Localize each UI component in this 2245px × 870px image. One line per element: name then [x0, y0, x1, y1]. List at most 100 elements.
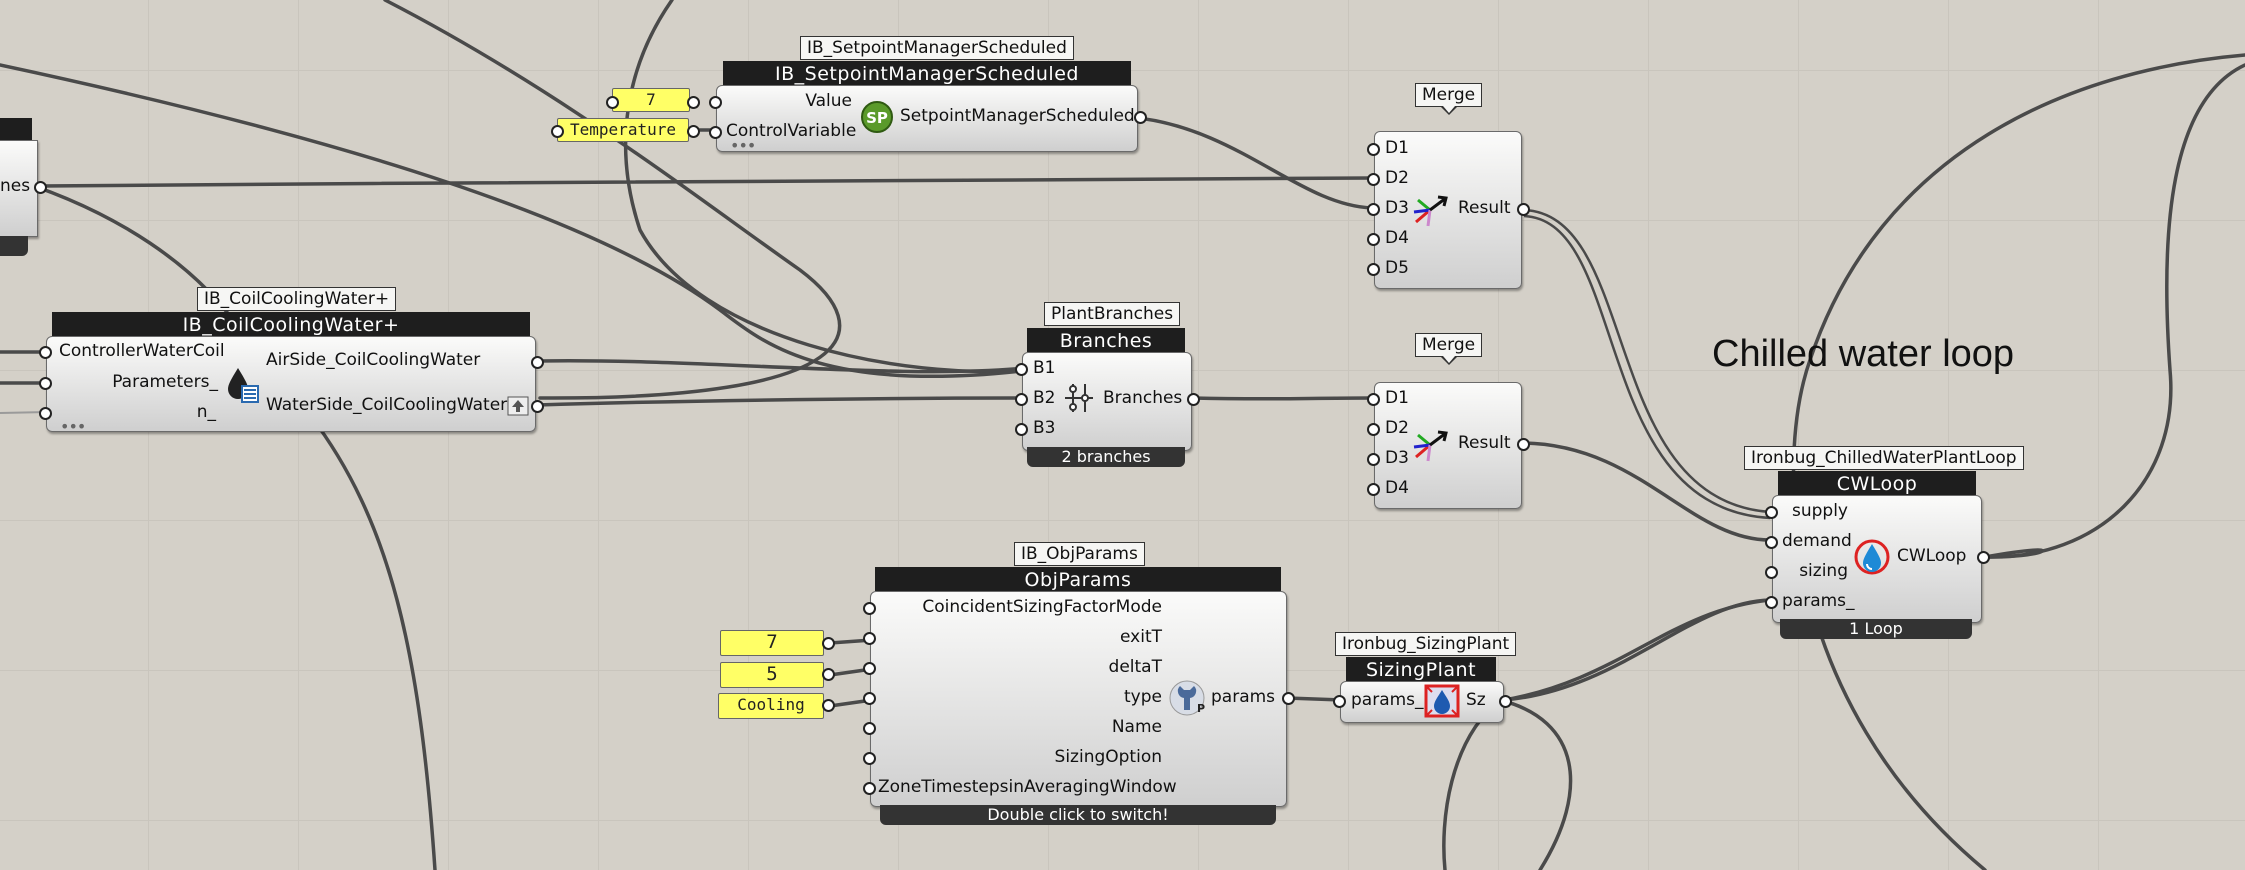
sizing-icon: [1424, 682, 1460, 724]
objparams-port-name[interactable]: [863, 722, 876, 735]
setpoint-value-port[interactable]: [709, 96, 722, 109]
cwloop-port-demand[interactable]: [1765, 536, 1778, 549]
wire: [623, 0, 1032, 374]
deltaT-panel[interactable]: 5: [720, 662, 824, 688]
value-panel-in-port[interactable]: [606, 96, 619, 109]
left-output-port[interactable]: [34, 181, 47, 194]
objparams-port-deltaT[interactable]: [863, 662, 876, 675]
merge2-output-port[interactable]: [1517, 438, 1530, 451]
merge2-port-d1[interactable]: [1367, 393, 1380, 406]
setpoint-control-port[interactable]: [709, 126, 722, 139]
setpoint-input-control: ControlVariable: [726, 121, 857, 141]
merge2-d3: D3: [1385, 448, 1409, 468]
sizing-header[interactable]: SizingPlant: [1346, 657, 1496, 681]
type-panel-out-port[interactable]: [822, 699, 835, 712]
exitT-panel-out-port[interactable]: [822, 637, 835, 650]
cwloop-port-sizing[interactable]: [1765, 566, 1778, 579]
cwloop-port-supply[interactable]: [1765, 506, 1778, 519]
value-panel[interactable]: 7: [612, 88, 690, 112]
objparams-input-sizingoption: SizingOption: [1054, 747, 1162, 767]
merge-icon: [1412, 427, 1448, 467]
merge-icon: [1412, 192, 1448, 232]
left-component-footer: [0, 236, 28, 256]
merge2-port-d4[interactable]: [1367, 483, 1380, 496]
branches-output-label: Branches: [1103, 388, 1183, 408]
svg-text:P: P: [1197, 702, 1205, 715]
canvas-note-title: Chilled water loop: [1712, 333, 2015, 375]
branches-b3: B3: [1033, 418, 1056, 438]
water-drop-icon: [1854, 538, 1890, 580]
wire: [1791, 53, 2245, 870]
merge1-output-port[interactable]: [1517, 203, 1530, 216]
coil-port-waterside[interactable]: [531, 400, 544, 413]
coil-input-controller: ControllerWaterCoil: [59, 341, 225, 361]
temperature-panel[interactable]: Temperature: [557, 118, 689, 142]
setpoint-tag: IB_SetpointManagerScheduled: [800, 36, 1074, 60]
wire: [535, 396, 1028, 407]
wire: [1285, 696, 1344, 702]
cwloop-port-params[interactable]: [1765, 596, 1778, 609]
objparams-port-zonetimesteps[interactable]: [863, 782, 876, 795]
temperature-panel-in-port[interactable]: [551, 125, 564, 138]
merge1-port-d1[interactable]: [1367, 143, 1380, 156]
cwloop-input-params: params_: [1782, 591, 1855, 611]
objparams-port-sizingoption[interactable]: [863, 752, 876, 765]
cwloop-output-port[interactable]: [1977, 551, 1990, 564]
objparams-footer[interactable]: Double click to switch!: [880, 805, 1276, 825]
type-panel[interactable]: Cooling: [718, 693, 824, 719]
objparams-component[interactable]: [870, 591, 1287, 807]
objparams-port-type[interactable]: [863, 692, 876, 705]
merge2-d2: D2: [1385, 418, 1409, 438]
upload-icon[interactable]: [507, 396, 529, 420]
coil-port-n[interactable]: [39, 407, 52, 420]
cwloop-input-demand: demand: [1782, 531, 1852, 551]
merge1-port-d2[interactable]: [1367, 173, 1380, 186]
merge1-d4: D4: [1385, 228, 1409, 248]
objparams-port-exitT[interactable]: [863, 632, 876, 645]
branches-output-port[interactable]: [1187, 393, 1200, 406]
branches-port-b3[interactable]: [1015, 423, 1028, 436]
coil-header[interactable]: IB_CoilCoolingWater+: [52, 312, 530, 336]
branches-b2: B2: [1033, 388, 1056, 408]
sizing-input-port[interactable]: [1333, 695, 1346, 708]
branches-port-b2[interactable]: [1015, 393, 1028, 406]
coil-output-waterside: WaterSide_CoilCoolingWater: [266, 395, 508, 415]
merge1-component[interactable]: [1374, 131, 1522, 289]
wire: [535, 358, 1028, 374]
exitT-panel[interactable]: 7: [720, 630, 824, 656]
coil-port-airside[interactable]: [531, 356, 544, 369]
coil-tag: IB_CoilCoolingWater+: [197, 287, 397, 311]
cwloop-header[interactable]: CWLoop: [1778, 471, 1976, 495]
merge1-port-d5[interactable]: [1367, 263, 1380, 276]
objparams-input-exitT: exitT: [1120, 627, 1162, 647]
objparams-tag: IB_ObjParams: [1014, 542, 1145, 566]
coil-port-parameters[interactable]: [39, 377, 52, 390]
setpoint-zui-dots: •••: [730, 136, 756, 155]
left-component-header[interactable]: [0, 118, 32, 140]
coil-port-controller[interactable]: [39, 346, 52, 359]
setpoint-header[interactable]: IB_SetpointManagerScheduled: [723, 61, 1131, 85]
branches-header[interactable]: Branches: [1027, 328, 1185, 352]
cwloop-input-sizing: sizing: [1799, 561, 1848, 581]
wire-double: [1523, 208, 1771, 514]
merge2-port-d3[interactable]: [1367, 453, 1380, 466]
temperature-panel-out-port[interactable]: [687, 125, 700, 138]
objparams-output-port[interactable]: [1282, 692, 1295, 705]
sizing-output-port[interactable]: [1499, 695, 1512, 708]
setpoint-component[interactable]: [716, 85, 1138, 152]
merge1-d5: D5: [1385, 258, 1409, 278]
branches-component[interactable]: [1022, 352, 1192, 451]
objparams-header[interactable]: ObjParams: [875, 567, 1281, 591]
coil-component[interactable]: [46, 336, 536, 432]
value-panel-out-port[interactable]: [687, 96, 700, 109]
merge1-port-d3[interactable]: [1367, 203, 1380, 216]
deltaT-panel-out-port[interactable]: [822, 668, 835, 681]
branches-port-b1[interactable]: [1015, 363, 1028, 376]
setpoint-output-port[interactable]: [1134, 111, 1147, 124]
merge2-d1: D1: [1385, 388, 1409, 408]
merge2-component[interactable]: [1374, 382, 1522, 509]
merge2-port-d2[interactable]: [1367, 423, 1380, 436]
merge1-port-d4[interactable]: [1367, 233, 1380, 246]
objparams-port-coincident[interactable]: [863, 602, 876, 615]
